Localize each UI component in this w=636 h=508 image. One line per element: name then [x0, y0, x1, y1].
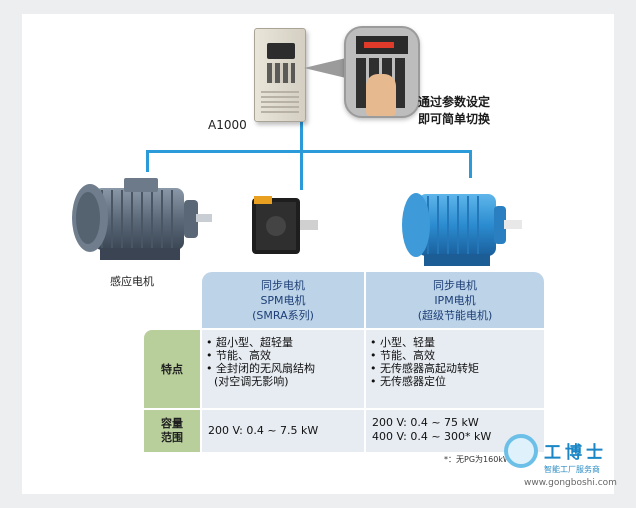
connector-drop	[300, 120, 303, 152]
list-item: (对空调无影响)	[214, 375, 289, 388]
keypad-lcd	[356, 36, 408, 54]
list-item: • 节能、高效	[206, 349, 271, 362]
connector-bus	[146, 150, 472, 153]
list-item: • 超小型、超轻量	[206, 336, 293, 349]
list-item: • 无传感器定位	[370, 375, 446, 388]
watermark-brand: 工博士	[544, 443, 607, 463]
connector-mid	[300, 150, 303, 190]
spm-features-cell: • 超小型、超轻量 • 节能、高效 • 全封闭的无风扇结构 (对空调无影响)	[202, 330, 364, 408]
ipm-column-header: 同步电机 IPM电机 (超级节能电机)	[366, 272, 544, 328]
watermark-slogan: 智能工厂服务商	[544, 465, 600, 474]
a1000-drive-image	[254, 28, 306, 122]
capacity-row-header: 容量范围	[144, 410, 200, 452]
ipm-features-cell: • 小型、轻量 • 节能、高效 • 无传感器高起动转矩 • 无传感器定位	[366, 330, 544, 408]
induction-motor-image	[72, 178, 212, 260]
zoom-callout-tail	[304, 58, 346, 78]
connector-right	[469, 150, 472, 178]
gear-icon	[504, 434, 538, 468]
connector-left	[146, 150, 149, 172]
drive-vent	[261, 91, 299, 113]
list-item: • 全封闭的无风扇结构	[206, 362, 315, 375]
footnote: *：无PG为160kW	[444, 455, 511, 464]
list-item: • 节能、高效	[370, 349, 435, 362]
features-row-header: 特点	[144, 330, 200, 408]
list-item: • 无传感器高起动转矩	[370, 362, 479, 375]
keypad-zoom-image	[344, 26, 420, 118]
spm-column-header: 同步电机 SPM电机 (SMRA系列)	[202, 272, 364, 328]
switch-hint-text: 通过参数设定 即可简单切换	[418, 95, 491, 126]
list-item: • 小型、轻量	[370, 336, 435, 349]
drive-keypad	[267, 63, 295, 83]
ipm-capacity-cell: 200 V: 0.4 ~ 75 kW 400 V: 0.4 ~ 300* kW	[366, 410, 544, 452]
ipm-motor-image	[402, 193, 522, 266]
spm-motor-image	[252, 196, 318, 254]
finger-icon	[366, 74, 396, 116]
watermark-url: www.gongboshi.com	[524, 478, 617, 488]
drive-display	[267, 43, 295, 59]
spm-capacity-cell: 200 V: 0.4 ~ 7.5 kW	[202, 410, 364, 452]
induction-motor-label: 感应电机	[110, 275, 154, 288]
drive-model-label: A1000	[208, 118, 247, 132]
gongboshi-watermark: 工博士 智能工厂服务商 www.gongboshi.com	[500, 430, 632, 494]
